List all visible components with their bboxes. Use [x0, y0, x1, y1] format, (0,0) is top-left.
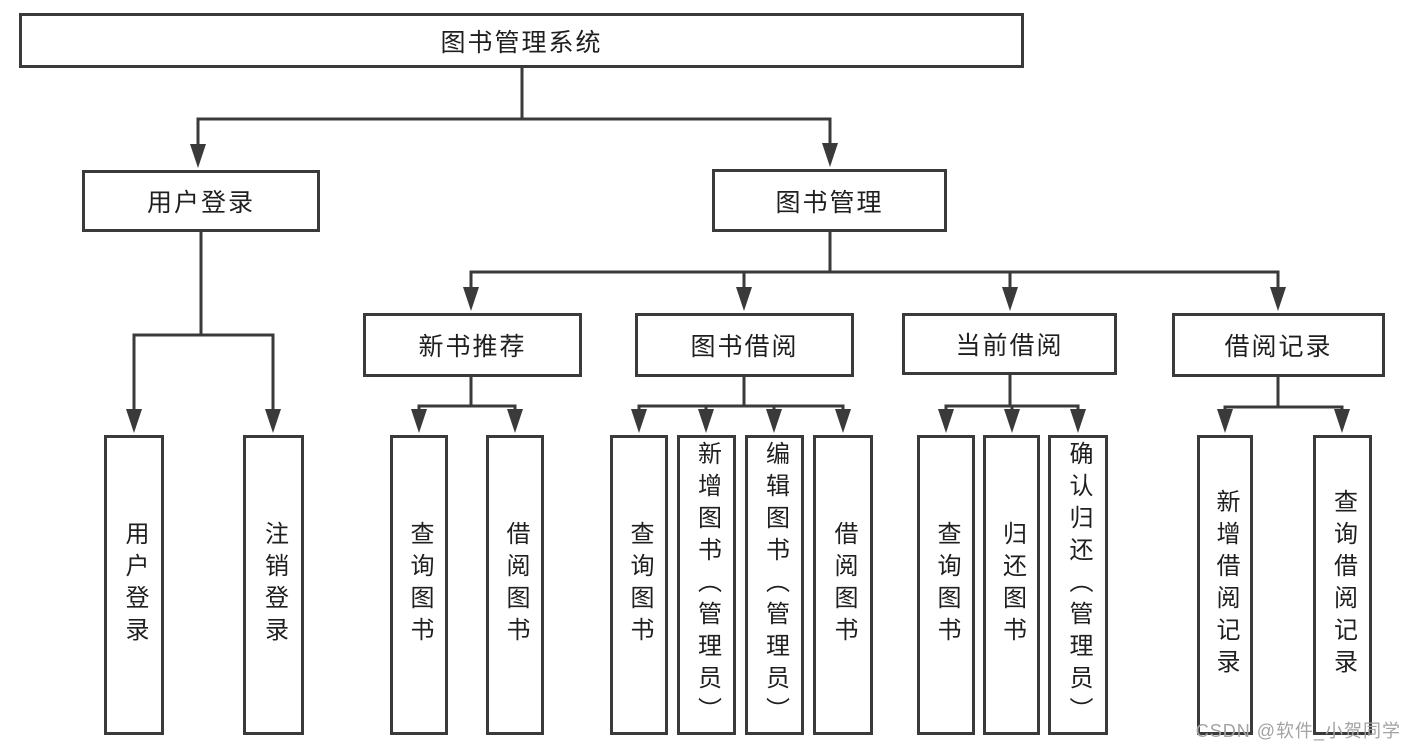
leaf-borrowing-add-books-admin: 新增图书（管理员）: [677, 435, 736, 735]
arrow-down-icon: [190, 144, 206, 168]
arrow-down-icon: [1070, 409, 1086, 433]
node-library-system-label: 图书管理系统: [440, 28, 603, 57]
leaf-current-return-books: 归还图书: [983, 435, 1040, 735]
arrow-down-icon: [1217, 409, 1233, 433]
arrow-down-icon: [507, 409, 523, 433]
leaf-user-login: 用户登录: [104, 435, 164, 735]
node-new-book-recommend-label: 新书推荐: [418, 333, 527, 361]
arrow-down-icon: [1004, 409, 1020, 433]
leaf-current-confirm-return-admin: 确认归还（管理员）: [1048, 435, 1108, 735]
node-borrowing-records: 借阅记录: [1172, 313, 1385, 377]
leaf-current-query-books: 查询图书: [917, 435, 975, 735]
leaf-borrowing-borrow-books: 借阅图书: [813, 435, 873, 735]
leaf-recommend-query-books-label: 查询图书: [406, 521, 433, 649]
node-borrowing-records-label: 借阅记录: [1224, 333, 1333, 361]
node-user-login: 用户登录: [82, 170, 320, 232]
leaf-records-add-record: 新增借阅记录: [1197, 435, 1253, 735]
arrow-down-icon: [698, 409, 714, 433]
arrow-down-icon: [1334, 409, 1350, 433]
leaf-logout-login-label: 注销登录: [260, 521, 288, 649]
node-book-borrowing: 图书借阅: [635, 313, 854, 377]
arrow-down-icon: [766, 409, 782, 433]
leaf-borrowing-query-books: 查询图书: [610, 435, 668, 735]
leaf-current-confirm-return-admin-label: 确认归还（管理员）: [1065, 441, 1092, 729]
node-book-borrowing-label: 图书借阅: [690, 333, 799, 361]
node-current-borrowing-label: 当前借阅: [955, 332, 1064, 360]
arrow-down-icon: [938, 409, 954, 433]
leaf-recommend-borrow-books: 借阅图书: [486, 435, 544, 735]
node-library-system: 图书管理系统: [19, 13, 1024, 68]
leaf-current-return-books-label: 归还图书: [998, 521, 1026, 649]
node-book-management: 图书管理: [712, 169, 947, 232]
leaf-borrowing-edit-books-admin: 编辑图书（管理员）: [745, 435, 804, 735]
leaf-borrowing-query-books-label: 查询图书: [626, 521, 653, 649]
arrow-down-icon: [1002, 287, 1018, 311]
arrow-down-icon: [1270, 287, 1286, 311]
leaf-records-add-record-label: 新增借阅记录: [1212, 489, 1239, 681]
leaf-user-login-label: 用户登录: [121, 521, 148, 649]
node-new-book-recommend: 新书推荐: [363, 313, 582, 377]
arrow-down-icon: [736, 287, 752, 311]
leaf-borrowing-add-books-admin-label: 新增图书（管理员）: [693, 441, 721, 729]
leaf-current-query-books-label: 查询图书: [933, 521, 960, 649]
arrow-down-icon: [822, 143, 838, 167]
leaf-recommend-borrow-books-label: 借阅图书: [502, 521, 529, 649]
leaf-logout-login: 注销登录: [243, 435, 304, 735]
watermark: CSDN @软件_小贺同学: [1195, 721, 1401, 741]
arrow-down-icon: [265, 409, 281, 433]
leaf-borrowing-borrow-books-label: 借阅图书: [830, 521, 857, 649]
leaf-records-query-record: 查询借阅记录: [1313, 435, 1372, 735]
leaf-records-query-record-label: 查询借阅记录: [1329, 489, 1357, 681]
arrow-down-icon: [631, 409, 647, 433]
node-book-management-label: 图书管理: [775, 188, 884, 217]
node-current-borrowing: 当前借阅: [902, 313, 1117, 375]
leaf-borrowing-edit-books-admin-label: 编辑图书（管理员）: [761, 441, 789, 729]
node-user-login-label: 用户登录: [146, 189, 255, 217]
arrow-down-icon: [126, 409, 142, 433]
arrow-down-icon: [835, 409, 851, 433]
arrow-down-icon: [463, 287, 479, 311]
leaf-recommend-query-books: 查询图书: [390, 435, 448, 735]
arrow-down-icon: [411, 409, 427, 433]
